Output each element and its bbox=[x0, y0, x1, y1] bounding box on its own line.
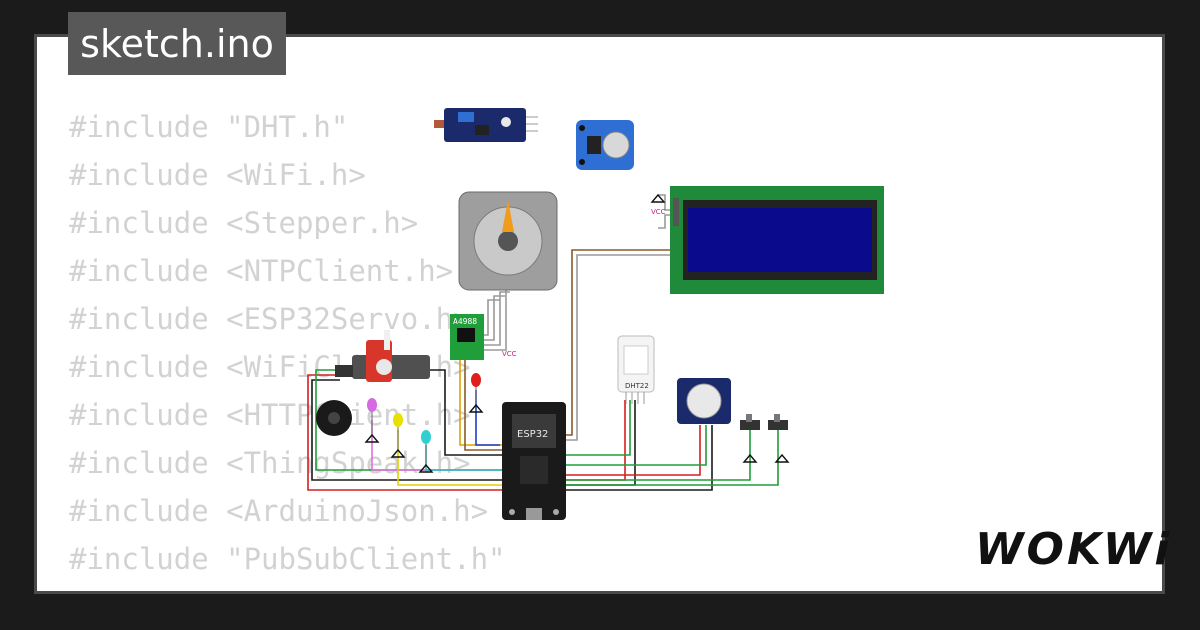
vcc-label: VCC bbox=[651, 208, 666, 216]
sketch-filename: sketch.ino bbox=[80, 21, 274, 66]
led-icon[interactable] bbox=[421, 430, 431, 465]
driver-label: A4988 bbox=[453, 317, 477, 326]
slide-switch-icon[interactable] bbox=[768, 414, 788, 430]
a4988-driver-icon[interactable]: A4988 bbox=[450, 314, 484, 360]
code-line: #include <ThingSpeak.h> bbox=[69, 446, 471, 480]
led-icon[interactable] bbox=[471, 373, 481, 405]
ground-icon bbox=[364, 193, 790, 473]
slide-switch-icon[interactable] bbox=[740, 414, 760, 430]
esp32-label: ESP32 bbox=[517, 429, 548, 440]
code-line: #include <Stepper.h> bbox=[69, 206, 419, 240]
stepper-motor-icon[interactable] bbox=[458, 191, 558, 291]
wires bbox=[307, 194, 779, 501]
pir-sensor-icon[interactable] bbox=[677, 378, 731, 424]
code-line: #include <WiFi.h> bbox=[69, 158, 366, 192]
code-line: #include "PubSubClient.h" bbox=[69, 542, 506, 576]
led-icon[interactable] bbox=[393, 413, 403, 450]
rtc-module-icon[interactable] bbox=[576, 120, 634, 170]
code-line: #include "DHT.h" bbox=[69, 110, 349, 144]
light-sensor-module-icon[interactable] bbox=[434, 108, 538, 142]
vcc-label: VCC bbox=[502, 350, 517, 358]
lcd-2004-icon[interactable] bbox=[670, 186, 884, 294]
code-line: #include <ArduinoJson.h> bbox=[69, 494, 489, 528]
dht-label: DHT22 bbox=[625, 382, 649, 390]
code-line: #include <NTPClient.h> bbox=[69, 254, 454, 288]
buzzer-icon[interactable] bbox=[316, 400, 352, 436]
code-line: #include <ESP32Servo.h> bbox=[69, 302, 471, 336]
led-icon[interactable] bbox=[367, 398, 377, 435]
wokwi-logo: WOKWi bbox=[975, 524, 1173, 575]
dht22-sensor-icon[interactable]: DHT22 bbox=[617, 335, 655, 404]
code-line: #include <LiquidCrystal_I2C.h> bbox=[69, 583, 593, 591]
sketch-filename-tab[interactable]: sketch.ino bbox=[68, 12, 286, 75]
servo-icon[interactable] bbox=[335, 330, 430, 382]
esp32-board-icon[interactable]: ESP32 bbox=[502, 402, 566, 520]
